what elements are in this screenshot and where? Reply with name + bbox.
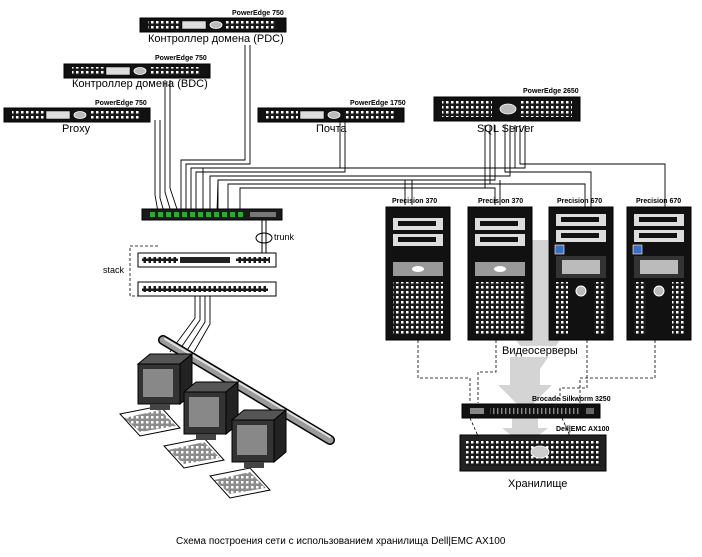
fibre-links <box>417 340 656 437</box>
proxy-model-label: PowerEdge 750 <box>95 100 147 107</box>
sql-name-label: SQL Server <box>477 123 535 135</box>
core-switch <box>141 208 283 221</box>
tower-1 <box>385 206 451 341</box>
switch-port-led <box>150 212 155 217</box>
diagram-caption: Схема построения сети с использованием х… <box>176 536 506 547</box>
switch-port-led <box>190 212 195 217</box>
switch-port-led <box>174 212 179 217</box>
bdc-name-label: Контроллер домена (BDC) <box>72 78 208 90</box>
stack-label: stack <box>103 265 125 275</box>
fibre-switch-model-label: Brocade Silkworm 3250 <box>532 396 611 403</box>
server-proxy <box>3 107 151 123</box>
mail-model-label: PowerEdge 1750 <box>350 100 406 107</box>
server-bdc <box>63 63 211 79</box>
storage-model-label: Dell|EMC AX100 <box>556 426 610 433</box>
bdc-model-label: PowerEdge 750 <box>155 55 207 62</box>
server-sql <box>433 96 581 122</box>
switch-port-led <box>238 212 243 217</box>
tower-4 <box>626 206 692 341</box>
proxy-name-label: Proxy <box>62 123 91 135</box>
switch-port-led <box>222 212 227 217</box>
tower-3 <box>548 206 614 341</box>
server-pdc <box>139 17 287 33</box>
tower-2-model-label: Precision 370 <box>478 198 524 205</box>
switch-port-led <box>214 212 219 217</box>
storage-array <box>459 434 607 472</box>
switch-port-led <box>182 212 187 217</box>
mail-name-label: Почта <box>316 123 347 135</box>
workstation-1 <box>119 352 194 437</box>
trunk-link <box>255 220 273 253</box>
pdc-model-label: PowerEdge 750 <box>232 10 284 17</box>
video-servers-label: Видеосерверы <box>500 345 580 357</box>
fibre-switch <box>461 403 601 419</box>
tower-2 <box>467 206 533 341</box>
tower-4-model-label: Precision 670 <box>636 198 682 205</box>
tower-1-model-label: Precision 370 <box>392 198 438 205</box>
workstation-2 <box>163 380 240 469</box>
switch-port-led <box>206 212 211 217</box>
switch-port-led <box>198 212 203 217</box>
workstation-3 <box>209 408 288 499</box>
switch-port-led <box>166 212 171 217</box>
trunk-label: trunk <box>274 232 295 242</box>
switch-port-led <box>158 212 163 217</box>
tower-3-model-label: Precision 670 <box>557 198 603 205</box>
storage-label: Хранилище <box>508 478 568 490</box>
stack-switch-1 <box>137 252 277 268</box>
pdc-name-label: Контроллер домена (PDC) <box>148 33 284 45</box>
sql-model-label: PowerEdge 2650 <box>523 88 579 95</box>
server-cables <box>154 45 666 213</box>
server-mail <box>257 107 405 123</box>
backbone-cables <box>169 296 211 353</box>
stack-switch-2 <box>137 281 277 297</box>
switch-port-led <box>230 212 235 217</box>
